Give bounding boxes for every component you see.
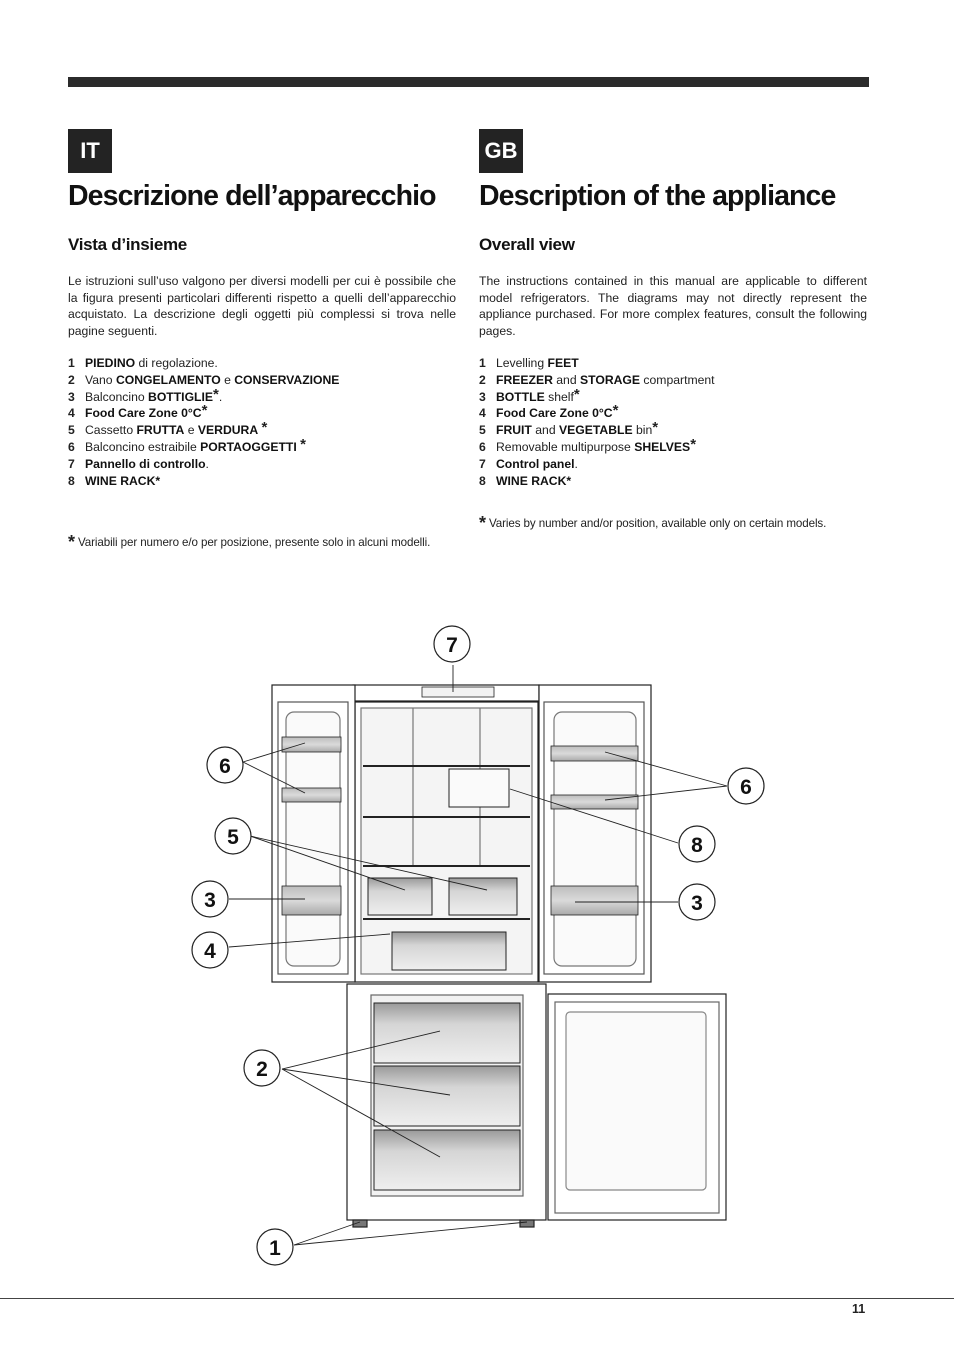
fruit-bin-left <box>367 877 433 916</box>
section-subtitle-gb: Overall view <box>479 235 575 254</box>
svg-text:1: 1 <box>269 1237 281 1260</box>
wine-rack <box>448 768 510 808</box>
freezer-drawer-1 <box>373 1002 521 1064</box>
appliance-diagram: 7 6 5 3 4 2 1 6 8 3 <box>191 625 765 1266</box>
intro-paragraph-gb: The instructions contained in this manua… <box>479 274 867 338</box>
footnote-gb: * Varies by number and/or position, avai… <box>479 513 827 533</box>
svg-text:6: 6 <box>740 776 752 799</box>
page-title-gb: Description of the appliance <box>479 180 836 212</box>
intro-paragraph-it: Le istruzioni sull’uso valgono per diver… <box>68 274 456 338</box>
door-shelf-left-1 <box>281 736 342 753</box>
svg-text:5: 5 <box>227 826 239 849</box>
freezer-drawer-2 <box>373 1065 521 1127</box>
svg-text:2: 2 <box>256 1058 268 1081</box>
bottle-shelf-left <box>281 885 342 916</box>
control-panel <box>421 686 495 698</box>
language-badge-gb: GB <box>479 129 523 173</box>
door-shelf-right-1 <box>550 745 639 762</box>
food-care-zone-drawer <box>391 931 507 971</box>
freezer-drawer-3 <box>373 1129 521 1191</box>
callouts: 7 6 5 3 4 2 1 6 8 3 <box>191 625 765 1266</box>
bottle-shelf-right <box>550 885 639 916</box>
levelling-foot-left <box>352 1219 368 1228</box>
callout-3-left: 3 <box>191 880 229 918</box>
header-rule <box>68 77 869 87</box>
callout-8: 8 <box>678 825 716 863</box>
footer-rule <box>0 1298 954 1299</box>
section-subtitle-it: Vista d’insieme <box>68 235 187 254</box>
leader-lines <box>228 665 728 1246</box>
callout-3-right: 3 <box>678 883 716 921</box>
svg-text:3: 3 <box>691 892 703 915</box>
svg-text:3: 3 <box>204 889 216 912</box>
callout-6-right: 6 <box>727 767 765 805</box>
callout-6-left: 6 <box>206 746 244 784</box>
page-title-it: Descrizione dell’apparecchio <box>68 180 437 212</box>
door-shelf-left-2 <box>281 787 342 803</box>
svg-text:7: 7 <box>446 634 458 657</box>
callout-7: 7 <box>433 625 471 663</box>
door-shelf-right-2 <box>550 794 639 810</box>
footnote-it: * Variabili per numero e/o per posizione… <box>68 532 431 552</box>
svg-text:6: 6 <box>219 755 231 778</box>
svg-text:8: 8 <box>691 834 703 857</box>
callout-2: 2 <box>243 1049 281 1087</box>
svg-text:4: 4 <box>204 940 216 963</box>
callout-5: 5 <box>214 817 252 855</box>
language-badge-it: IT <box>68 129 112 173</box>
levelling-foot-right <box>519 1219 535 1228</box>
callout-1: 1 <box>256 1228 294 1266</box>
page-number: 11 <box>852 1302 866 1316</box>
callout-4: 4 <box>191 931 229 969</box>
fruit-bin-right <box>448 877 518 916</box>
